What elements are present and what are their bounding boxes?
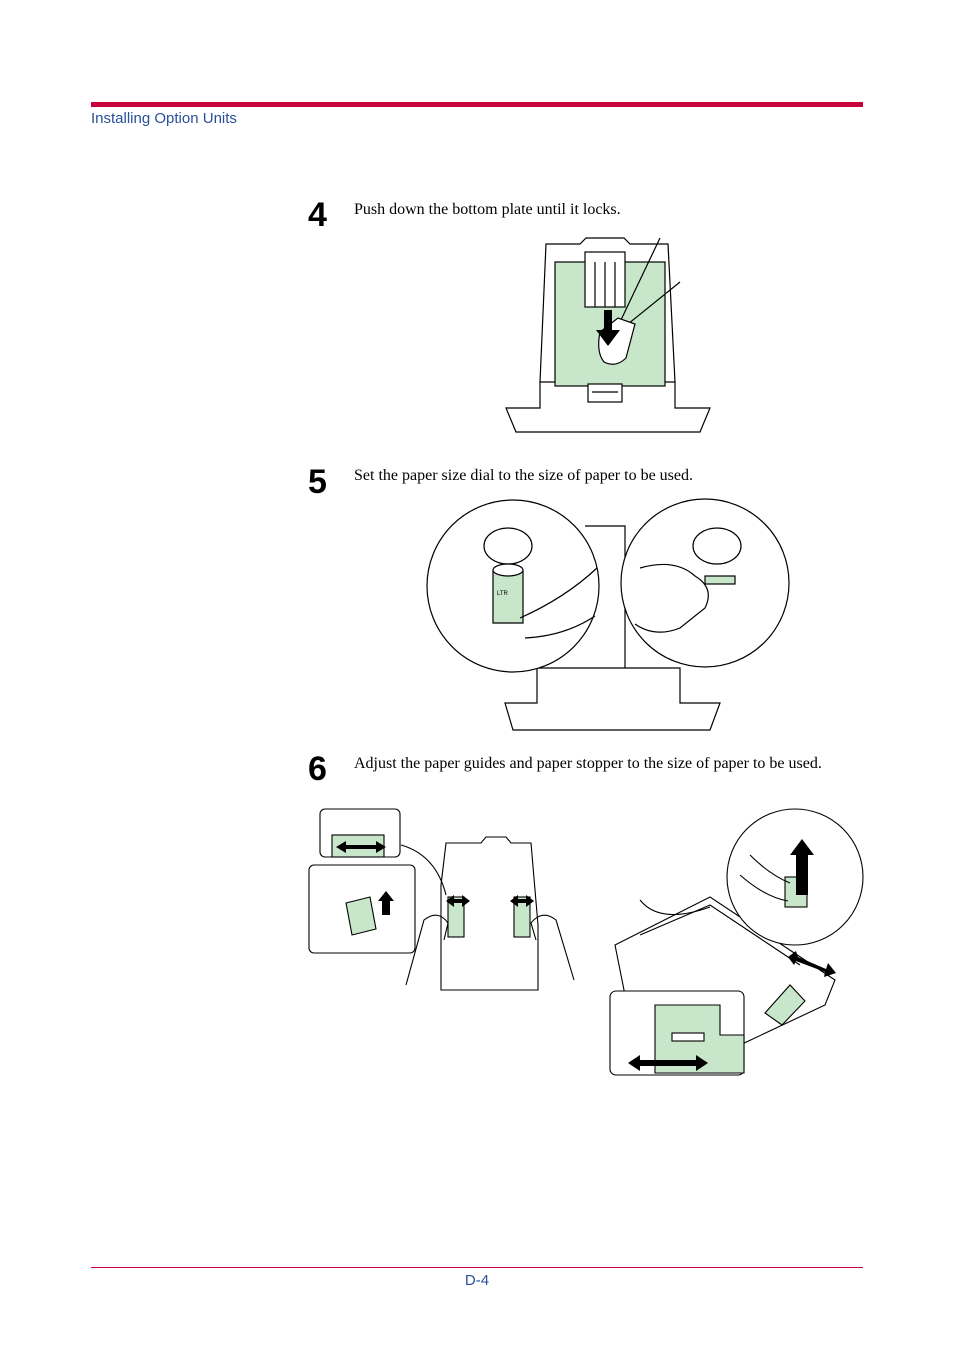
paper-stopper-illustration (609, 808, 864, 1076)
dial-label: LTR (497, 591, 509, 597)
page-number: D-4 (464, 1272, 490, 1289)
step-6-text: Adjust the paper guides and paper stoppe… (354, 755, 822, 772)
step-5-text: Set the paper size dial to the size of p… (354, 467, 693, 484)
paper-size-dial-illustration: LTR (426, 498, 790, 731)
step-6-number: 6 (308, 750, 327, 788)
section-title: Installing Option Units (91, 110, 237, 127)
step-4-number: 4 (308, 196, 327, 234)
paper-guides-illustration (308, 808, 575, 991)
footer-rule (91, 1267, 863, 1268)
bottom-plate-illustration (505, 237, 711, 433)
step-4-text: Push down the bottom plate until it lock… (354, 201, 621, 218)
step-5-number: 5 (308, 463, 327, 501)
header-rule (91, 102, 863, 107)
